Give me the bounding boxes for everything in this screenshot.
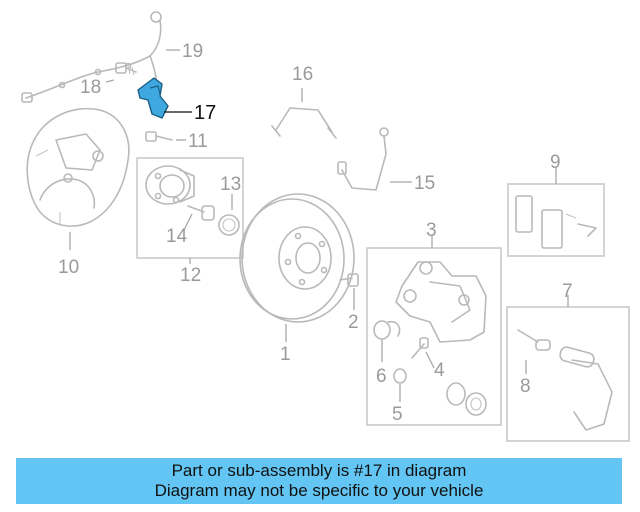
parts-diagram: 19 18 17 11 16 15 3 9 7 10 13 14 12 1 2 … [21,11,630,442]
bolt-18 [115,62,137,76]
callout-3: 3 [426,220,437,241]
leader-lines [69,49,569,402]
callout-19: 19 [182,41,203,62]
hub-bolt-14 [187,205,215,221]
callout-13: 13 [220,174,241,195]
caliper-box [366,247,502,426]
callout-5: 5 [392,404,403,425]
callout-14: 14 [166,226,188,247]
callout-12: 12 [180,265,201,286]
hub-assembly-box [136,157,244,259]
banner-line-2: Diagram may not be specific to your vehi… [154,481,484,500]
seal-13 [218,214,240,236]
highlighted-bracket-17 [137,77,169,119]
brake-pads-box [507,183,605,257]
backing-plate [26,107,130,227]
cap-6 [373,320,401,340]
brake-line-15 [337,127,389,191]
callout-11: 11 [188,131,208,152]
callout-6: 6 [376,366,387,387]
brake-pads [515,195,597,249]
info-banner: Part or sub-assembly is #17 in diagram D… [16,458,622,504]
abs-sensor-wire [21,11,162,103]
brake-caliper [395,261,487,343]
callout-1: 1 [280,344,291,365]
cap-5 [393,368,407,384]
brake-disc [239,193,355,323]
caliper-carrier-box [506,306,630,442]
bolt-11 [145,131,173,142]
callout-15: 15 [414,173,435,194]
callout-16: 16 [292,64,313,85]
callout-17[interactable]: 17 [194,102,216,124]
brake-line-16 [271,107,337,139]
callout-18: 18 [80,77,101,98]
callout-2: 2 [348,312,359,333]
bolt-2 [339,273,359,287]
callout-4: 4 [434,360,445,381]
callout-10: 10 [58,257,79,278]
caliper-carrier [517,329,613,431]
callout-8: 8 [520,376,531,397]
banner-line-1: Part or sub-assembly is #17 in diagram [171,461,467,480]
bleed-screw-4 [411,337,429,359]
piston-seals [446,382,487,416]
callout-7: 7 [562,281,573,302]
wheel-hub [145,165,195,205]
callout-9: 9 [550,152,561,173]
